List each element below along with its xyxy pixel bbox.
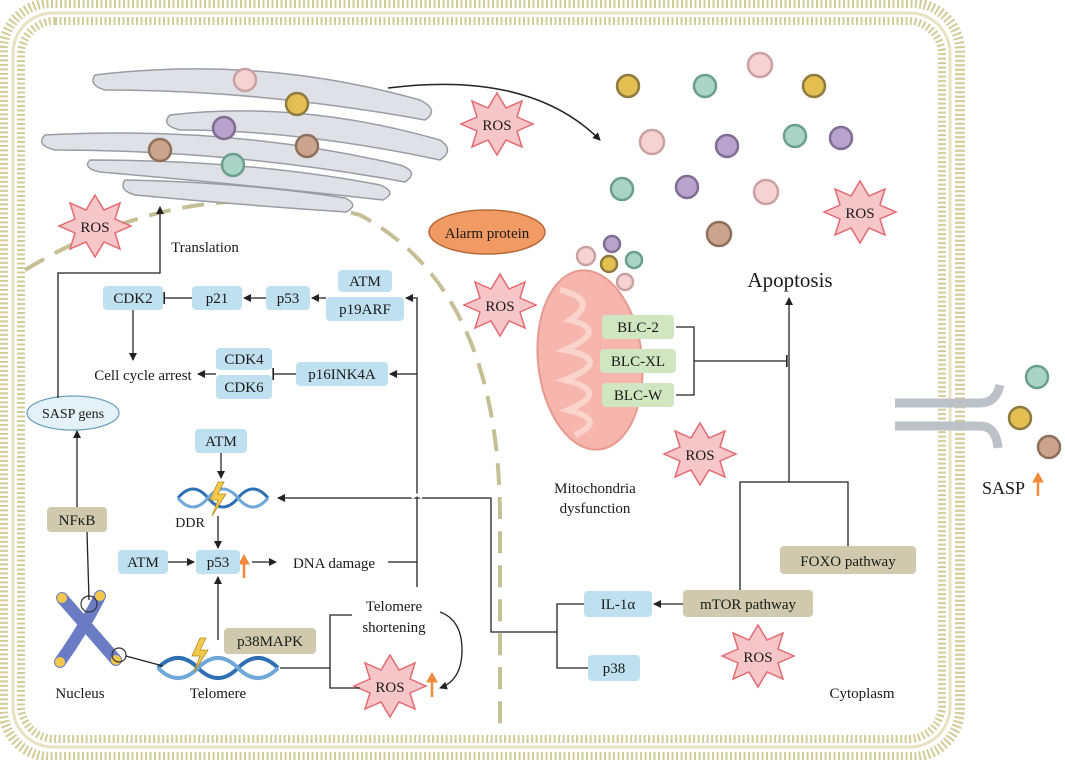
cdk6-box: CDK6 — [216, 375, 272, 399]
up-arrow-icon — [238, 553, 250, 578]
blcxl-label: BLC-XL — [611, 354, 665, 370]
blcxl-box: BLC-XL — [600, 349, 676, 373]
foxo-label: FOXO pathway — [800, 554, 896, 570]
blcw-box: BLC-W — [602, 383, 674, 407]
p19arf-label: p19ARF — [339, 302, 391, 318]
cell-membrane — [0, 0, 965, 760]
nfkb-label: NFκB — [59, 513, 96, 529]
alarm-protein — [428, 209, 546, 255]
mito-dysfunction-label-2: dysfunction — [560, 501, 631, 517]
vesicle-icon — [1007, 405, 1033, 431]
ros-star-icon: ROS — [822, 179, 898, 245]
vesicle-icon — [1024, 364, 1050, 390]
cdk2-box: CDK2 — [103, 286, 163, 310]
ros-star-icon: ROS — [57, 193, 133, 259]
ros-label: ROS — [80, 220, 109, 236]
p38mapk-label: p38MAPK — [237, 634, 303, 650]
atm-mid-box: ATM — [195, 429, 247, 453]
ros-star-icon: ROS — [662, 421, 738, 487]
up-arrow-icon — [1032, 471, 1044, 496]
blc2-label: BLC-2 — [617, 320, 659, 336]
p21-box: p21 — [192, 286, 242, 310]
blcw-label: BLC-W — [614, 388, 663, 404]
vesicle-icon — [575, 51, 854, 292]
ros-label: ROS — [482, 118, 511, 134]
ddr-label: DDR — [175, 516, 205, 531]
secretion-arrow — [387, 83, 601, 141]
p53-mid-box: p53 — [196, 550, 240, 574]
telomere-label: Telomere — [190, 686, 247, 702]
cdk4-label: CDK4 — [224, 352, 264, 368]
cdk2-label: CDK2 — [113, 291, 152, 307]
mtor-label: mTOR pathway — [700, 597, 796, 613]
translation-label: Translation — [171, 240, 239, 256]
p16ink4a-label: p16INK4A — [308, 367, 376, 383]
alarm-protein-label: Alarm protein — [445, 226, 530, 242]
atm-left-box: ATM — [118, 550, 168, 574]
receptor-icon — [895, 383, 1005, 449]
dna-helix-icon — [156, 656, 280, 680]
p21-label: p21 — [206, 291, 229, 307]
atm-mid-label: ATM — [205, 434, 237, 450]
p53-mid-label: p53 — [207, 555, 230, 571]
il1a-label: IL-1α — [601, 597, 636, 613]
p53-top-label: p53 — [277, 291, 300, 307]
nucleus-label: Nucleus — [55, 686, 104, 702]
ros-label: ROS — [845, 206, 874, 222]
mtor-box: mTOR pathway — [683, 590, 813, 617]
ros-label: ROS — [685, 448, 714, 464]
cdk6-label: CDK6 — [224, 380, 264, 396]
p38mapk-box: p38MAPK — [224, 628, 316, 654]
blc2-box: BLC-2 — [602, 315, 674, 339]
p16ink4a-box: p16INK4A — [296, 362, 388, 386]
vesicle-icon — [147, 67, 320, 178]
nucleus-boundary — [23, 199, 503, 735]
atm-top-label: ATM — [349, 274, 381, 290]
dna-damage-label: DNA damage — [293, 556, 375, 572]
p53-top-box: p53 — [266, 286, 310, 310]
ros-label: ROS — [743, 650, 772, 666]
telomere-shortening-label-1: Telomere — [366, 599, 423, 615]
atm-left-label: ATM — [127, 555, 159, 571]
atm-top-box: ATM — [338, 270, 392, 292]
ros-star-icon: ROS — [459, 91, 535, 157]
foxo-box: FOXO pathway — [780, 546, 916, 574]
cytoplasm-label: Cytoplasm — [829, 686, 894, 702]
cell-cycle-arrest-label: Cell cycle arrest — [94, 368, 192, 384]
dna-helix-icon — [176, 487, 270, 509]
ros-label: ROS — [375, 680, 404, 696]
chromosome-icon — [54, 590, 127, 668]
pathway-connectors — [57, 206, 849, 690]
vesicle-icon — [1036, 434, 1062, 460]
telomere-shortening-label-2: shortening — [362, 620, 426, 636]
il1a-box: IL-1α — [584, 591, 652, 617]
p38-label: p38 — [603, 661, 626, 677]
ros-star-icon: ROS — [352, 653, 428, 719]
nfkb-box: NFκB — [47, 507, 107, 532]
ros-star-icon: ROS — [720, 623, 796, 689]
p19arf-box: p19ARF — [326, 297, 404, 321]
mito-dysfunction-label-1: Mitochondria — [554, 481, 636, 497]
cdk4-box: CDK4 — [216, 348, 272, 370]
lightning-icon — [191, 637, 209, 673]
sasp-label: SASP — [982, 478, 1025, 498]
lightning-icon — [209, 481, 227, 517]
sasp-gens-label: SASP gens — [42, 407, 104, 422]
ros-star-icon: ROS — [462, 272, 538, 338]
p38-box: p38 — [588, 655, 640, 681]
ros-label: ROS — [485, 299, 514, 315]
up-arrow-icon — [426, 671, 438, 697]
apoptosis-label: Apoptosis — [747, 268, 832, 292]
